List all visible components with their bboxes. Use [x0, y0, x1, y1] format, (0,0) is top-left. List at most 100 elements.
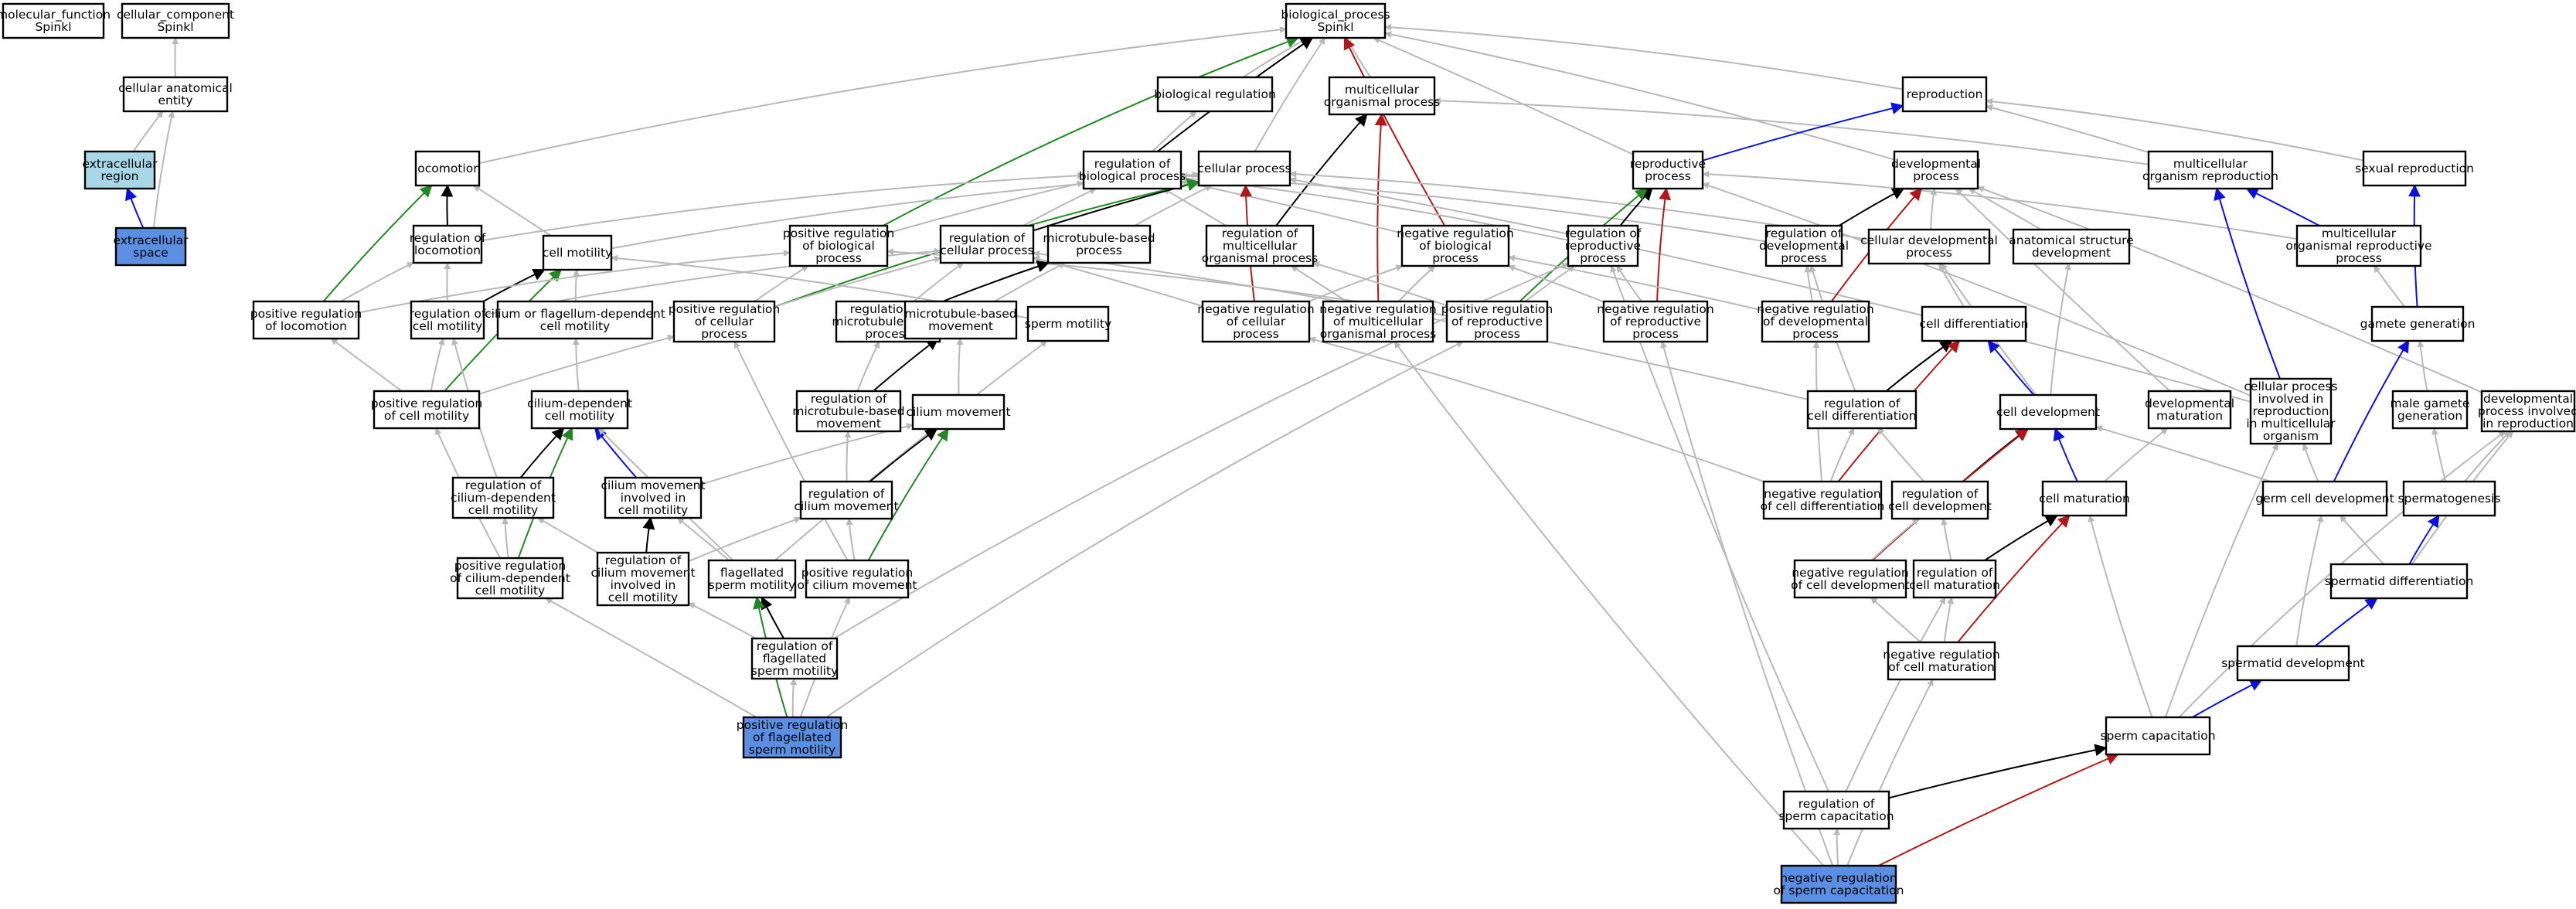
edge-occurs-in — [2333, 339, 2410, 482]
go-term-node-cmov[interactable]: cilium movement — [906, 393, 1011, 431]
node-label-line: of cell motility — [384, 409, 469, 423]
go-term-node-gg[interactable]: gamete generation — [2360, 305, 2476, 342]
edge-is-a — [1254, 37, 1326, 152]
go-term-node-cp[interactable]: cellular process — [1197, 150, 1291, 187]
go-term-node-cmat[interactable]: cell maturation — [2039, 480, 2130, 517]
edge-part-of — [869, 428, 938, 482]
edge-part-of — [1885, 340, 1953, 392]
edge-is-a — [1434, 97, 2149, 165]
edge-is-a — [913, 262, 965, 302]
node-box — [1632, 150, 1704, 190]
edge-part-of — [939, 260, 1050, 304]
go-term-node-sdiff[interactable]: spermatid differentiation — [2325, 563, 2474, 600]
node-label-line: sexual reproduction — [2355, 162, 2474, 175]
edge-is-a — [1804, 265, 1813, 302]
node-label-line: reproductive — [1565, 239, 1641, 253]
node-label-line: process — [865, 327, 911, 341]
node-box — [410, 300, 485, 340]
edge-is-a — [1373, 37, 1634, 155]
node-label-line: process — [815, 251, 862, 265]
node-label-line: cell motility — [468, 503, 538, 517]
go-term-node-breg[interactable]: biological regulation — [1154, 76, 1276, 113]
go-term-node-cm[interactable]: cell motility — [543, 234, 612, 271]
edge-is-a — [754, 265, 809, 302]
node-box — [2147, 390, 2232, 430]
node-label-line: positive regulation — [371, 397, 482, 410]
node-label-line: locomotion — [414, 162, 481, 175]
node-box — [1999, 393, 2098, 431]
go-term-node-sdev[interactable]: spermatid development — [2221, 645, 2365, 682]
edge-is-a — [2104, 427, 2169, 482]
edge-occurs-in — [2192, 679, 2263, 718]
go-term-node-sr[interactable]: sexual reproduction — [2355, 150, 2474, 187]
node-label-line: regulation of — [1902, 487, 1979, 501]
go-term-node-repro[interactable]: reproduction — [1901, 76, 1988, 113]
node-box — [1026, 305, 1110, 342]
go-term-node-cdev[interactable]: cell development — [1996, 393, 2100, 431]
go-term-node-sgen[interactable]: spermatogenesis — [2398, 480, 2501, 517]
go-term-node-smot[interactable]: sperm motility — [1025, 305, 1111, 342]
go-term-node-gcd[interactable]: germ cell development — [2255, 480, 2394, 517]
go-term-node-cdiff[interactable]: cell differentiation — [1920, 305, 2029, 342]
go-term-node-loc[interactable]: locomotion — [414, 150, 481, 187]
go-term-node-scap[interactable]: sperm capacitation — [2100, 716, 2216, 756]
edge-is-a — [1384, 23, 1904, 90]
